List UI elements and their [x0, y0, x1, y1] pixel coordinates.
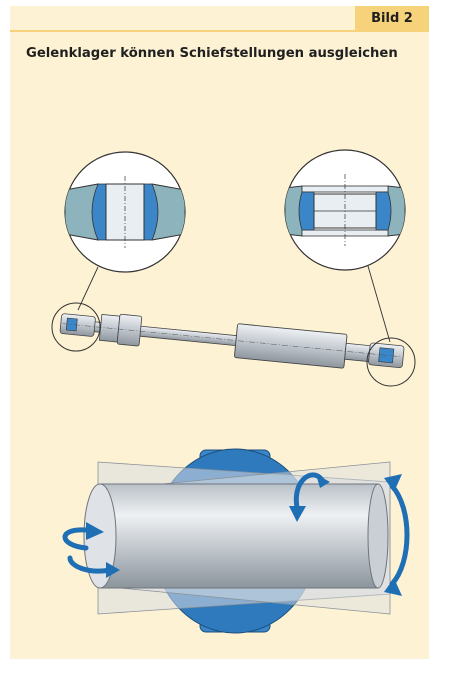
zoom-marker-left: [51, 302, 101, 352]
figure-label: Bild 2: [355, 6, 429, 30]
figure-header-line: [10, 30, 429, 32]
rotation-arrow-icon: [62, 522, 120, 578]
tilt-arrow-icon: [384, 474, 410, 596]
leader-line-left: [77, 266, 99, 311]
misalignment-illustration: [62, 448, 410, 634]
figure-title: Gelenklager können Schiefstellungen ausg…: [26, 46, 398, 61]
rotation-arrow-icon-top: [289, 472, 330, 522]
detail-right-roller-bearing: [284, 149, 406, 271]
leader-line-right: [367, 265, 391, 343]
detail-left-plain-bearing: [64, 151, 186, 273]
zoom-marker-right: [366, 337, 416, 387]
actuator-rod: [51, 302, 416, 387]
